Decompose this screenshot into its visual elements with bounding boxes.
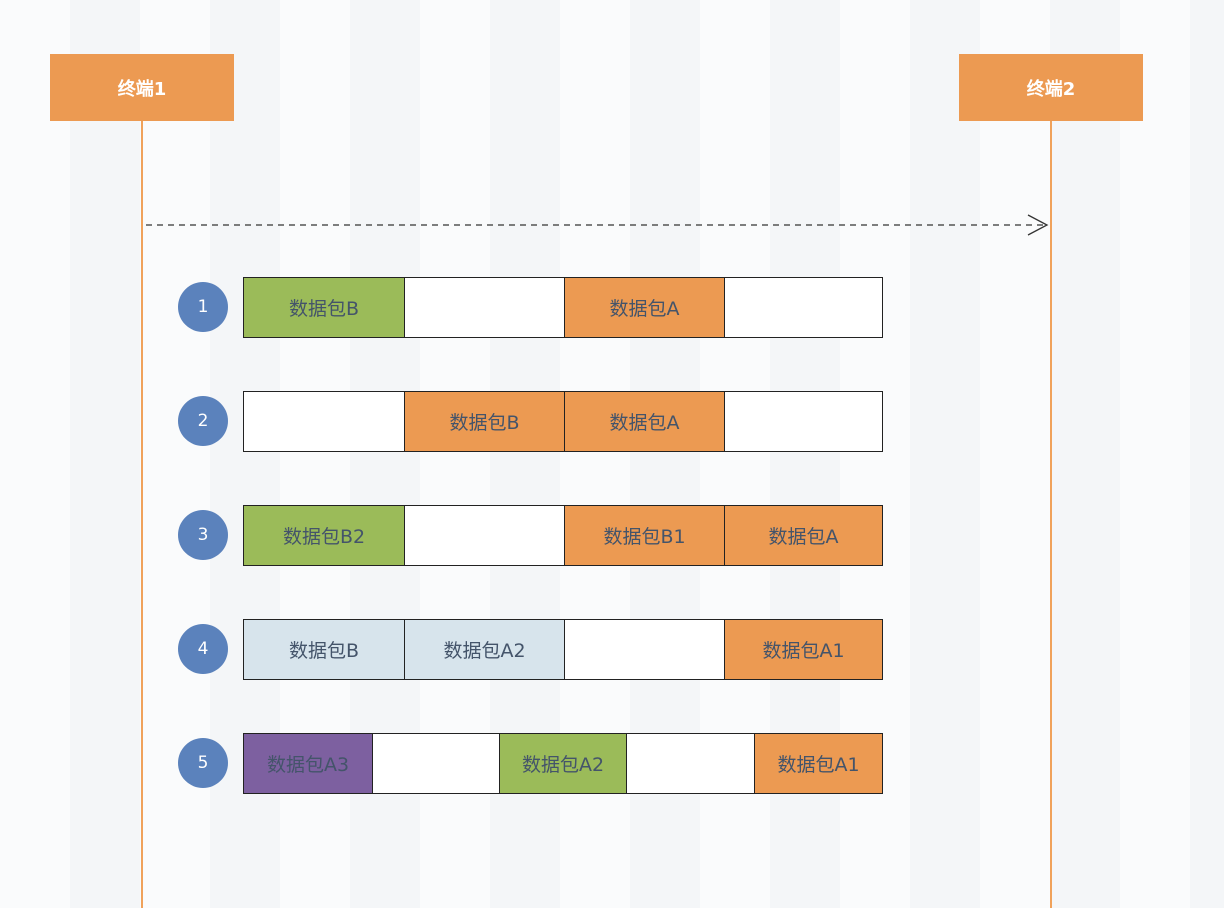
step-number-2: 2 [178, 396, 228, 446]
background-stripe [1190, 0, 1224, 908]
step-number-4: 4 [178, 624, 228, 674]
packet-cell: 数据包A3 [244, 734, 372, 793]
empty-slot [724, 392, 882, 451]
packet-cell: 数据包A [564, 392, 724, 451]
packet-cell: 数据包A2 [499, 734, 626, 793]
background-stripe [0, 0, 70, 908]
packet-cell: 数据包A [724, 506, 882, 565]
terminal-1-box: 终端1 [50, 54, 234, 121]
packet-cell: 数据包B1 [564, 506, 724, 565]
transfer-arrow-head [1027, 214, 1049, 236]
packet-row-1: 数据包B 数据包A [243, 277, 883, 338]
packet-cell: 数据包A2 [404, 620, 564, 679]
packet-cell: 数据包B2 [244, 506, 404, 565]
step-number-3: 3 [178, 510, 228, 560]
background-stripe [1050, 0, 1120, 908]
terminal-1-lifeline [141, 121, 143, 908]
packet-cell: 数据包B [404, 392, 564, 451]
empty-slot [626, 734, 754, 793]
packet-cell: 数据包A1 [724, 620, 882, 679]
background-stripe [980, 0, 1050, 908]
packet-cell: 数据包A1 [754, 734, 882, 793]
background-stripe [70, 0, 140, 908]
background-stripe [910, 0, 980, 908]
packet-row-5: 数据包A3 数据包A2 数据包A1 [243, 733, 883, 794]
empty-slot [564, 620, 724, 679]
packet-cell: 数据包A [564, 278, 724, 337]
empty-slot [404, 278, 564, 337]
empty-slot [724, 278, 882, 337]
step-number-5: 5 [178, 738, 228, 788]
terminal-2-box: 终端2 [959, 54, 1143, 121]
packet-cell: 数据包B [244, 278, 404, 337]
empty-slot [372, 734, 499, 793]
background-stripe [1120, 0, 1190, 908]
empty-slot [244, 392, 404, 451]
empty-slot [404, 506, 564, 565]
terminal-2-label: 终端2 [1026, 78, 1076, 100]
step-number-1: 1 [178, 282, 228, 332]
terminal-1-label: 终端1 [117, 78, 167, 100]
packet-cell: 数据包B [244, 620, 404, 679]
terminal-2-lifeline [1050, 121, 1052, 908]
